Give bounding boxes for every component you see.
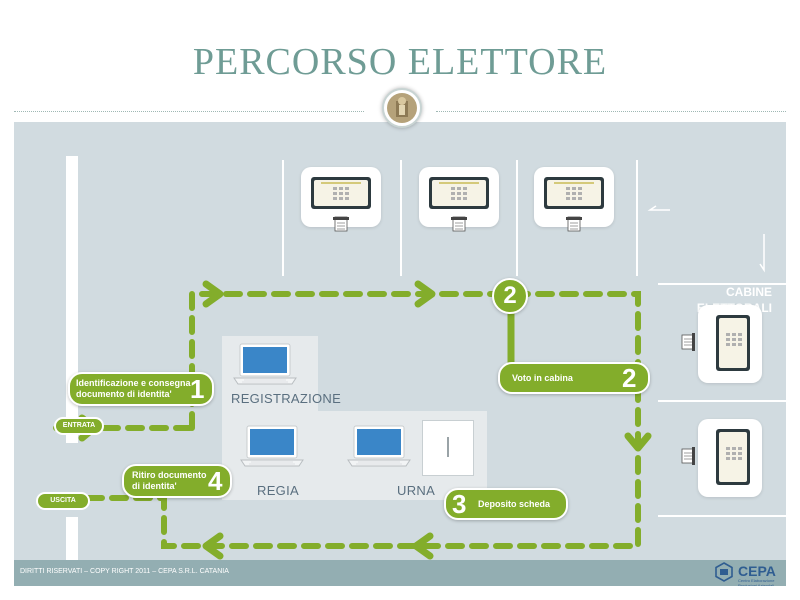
copyright-text: DIRITTI RISERVATI – COPY RIGHT 2011 – CE… bbox=[20, 568, 229, 575]
step3-number: 3 bbox=[452, 489, 467, 519]
regia-label: REGIA bbox=[257, 483, 299, 498]
header-divider-left bbox=[14, 111, 364, 112]
step2-marker: 2 bbox=[492, 278, 528, 314]
booth-divider bbox=[658, 283, 786, 285]
registrazione-label: REGISTRAZIONE bbox=[231, 391, 342, 406]
laptop-icon bbox=[240, 425, 304, 467]
cabine-label-line1: CABINE bbox=[725, 285, 772, 299]
cepa-logo-subtitle: Centro Elaborazione Produzioni Aziendali bbox=[738, 578, 775, 586]
step4-text-line2: di identita' bbox=[132, 481, 177, 491]
uscita-label: USCITA bbox=[36, 492, 90, 510]
step4-number: 4 bbox=[208, 466, 223, 496]
step2-tag: Voto in cabina 2 bbox=[498, 362, 650, 394]
voting-booth-icon bbox=[301, 167, 381, 232]
entrata-label: ENTRATA bbox=[54, 417, 104, 435]
footer: DIRITTI RISERVATI – COPY RIGHT 2011 – CE… bbox=[14, 560, 786, 586]
slide: PERCORSO ELETTORE CABINE ELETTORALI bbox=[14, 14, 786, 586]
step3-tag: 3 Deposito scheda bbox=[444, 488, 568, 520]
voting-booth-icon bbox=[681, 419, 762, 497]
step1-tag: Identificazione e consegna documento di … bbox=[68, 372, 214, 406]
voting-booth-icon bbox=[534, 167, 614, 232]
voting-booth-icon bbox=[681, 305, 762, 383]
booth-divider bbox=[636, 160, 638, 276]
step1-text-line2: documento di identita' bbox=[76, 389, 172, 399]
step4-text-line1: Ritiro documento bbox=[132, 470, 207, 480]
voting-booth-icon bbox=[419, 167, 499, 232]
floor-plan: CABINE ELETTORALI bbox=[14, 122, 786, 560]
cepa-logo-text: CEPA bbox=[738, 563, 776, 579]
cepa-logo-icon bbox=[715, 562, 733, 582]
step1-number: 1 bbox=[190, 374, 205, 404]
booth-divider bbox=[658, 400, 786, 402]
left-wall-lower bbox=[66, 517, 78, 560]
booth-divider bbox=[516, 160, 518, 276]
laptop-icon bbox=[347, 425, 411, 467]
step2-number: 2 bbox=[622, 363, 637, 393]
booth-divider bbox=[658, 515, 786, 517]
step2-text: Voto in cabina bbox=[512, 373, 573, 383]
ballot-box-icon bbox=[422, 420, 474, 476]
step3-text: Deposito scheda bbox=[478, 499, 551, 509]
header-divider-right bbox=[436, 111, 786, 112]
booth-divider bbox=[400, 160, 402, 276]
page-title: PERCORSO ELETTORE bbox=[192, 41, 608, 83]
emblem-icon bbox=[382, 88, 422, 128]
urna-label: URNA bbox=[397, 483, 436, 498]
step4-tag: Ritiro documento di identita' 4 bbox=[122, 464, 232, 498]
laptop-icon bbox=[233, 343, 297, 385]
step1-text-line1: Identificazione e consegna bbox=[76, 378, 191, 388]
left-wall-upper bbox=[66, 156, 78, 443]
booth-divider bbox=[282, 160, 284, 276]
